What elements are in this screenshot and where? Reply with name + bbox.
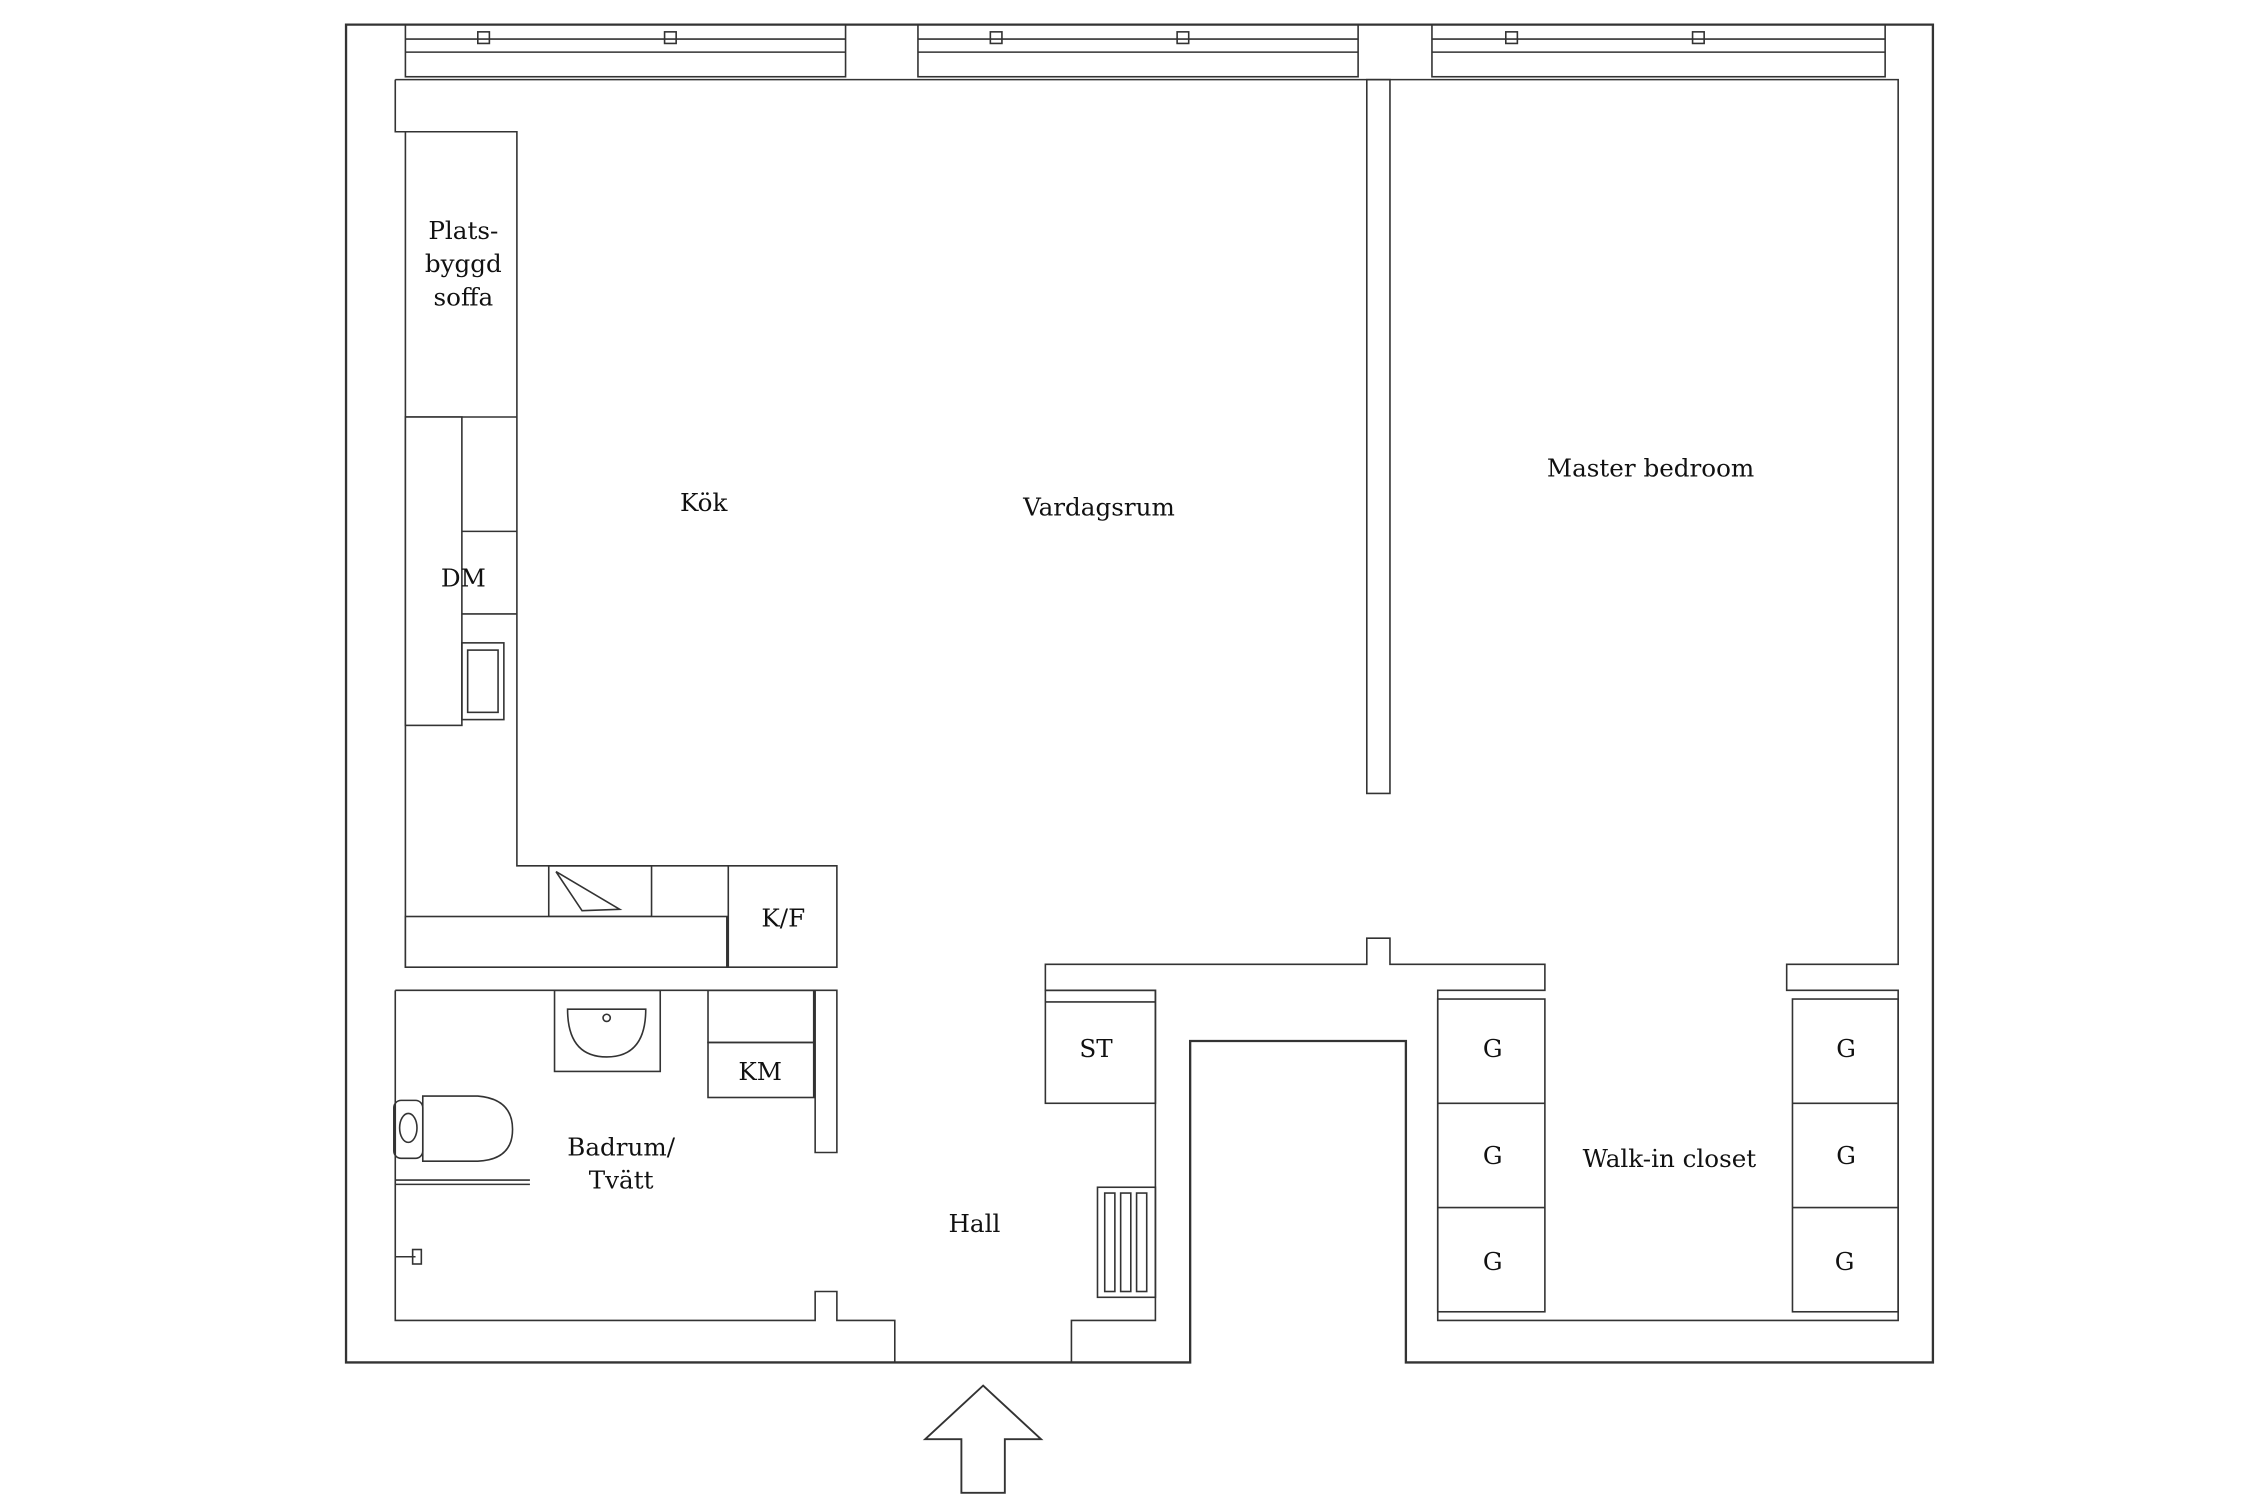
storage-label: ST: [1079, 1034, 1113, 1063]
bathroom-wall: [394, 989, 896, 1363]
kitchen-island: [404, 416, 463, 727]
washing-machine-top: [707, 989, 815, 1044]
window-left: [404, 23, 847, 78]
wardrobe-label: G: [1483, 1034, 1503, 1063]
wardrobe-label: G: [1835, 1247, 1855, 1276]
window-right: [1431, 23, 1886, 78]
partition-wall: [1365, 78, 1391, 795]
radiator: [1096, 1186, 1157, 1299]
wardrobe-column-left: [1436, 998, 1546, 1313]
master-bedroom-label: Master bedroom: [1547, 453, 1754, 482]
walk-in-closet-label: Walk-in closet: [1583, 1144, 1757, 1173]
sofa-label: Plats-: [428, 216, 498, 245]
floor-drain: [395, 1248, 423, 1265]
kitchen-sink: [461, 642, 505, 721]
window-middle: [917, 23, 1359, 78]
washbasin: [553, 989, 662, 1073]
wardrobe-column-right: [1791, 998, 1899, 1313]
outer-wall: [344, 23, 1935, 1364]
toilet: [393, 1095, 514, 1162]
wardrobe-label: G: [1836, 1141, 1856, 1170]
living-room-label: Vardagsrum: [1022, 492, 1175, 521]
storage-cabinet: [1044, 989, 1157, 1105]
dishwasher-label: DM: [441, 563, 486, 592]
stove-hood: [547, 865, 653, 918]
fridge-freezer-label: K/F: [761, 904, 805, 933]
washing-machine: [707, 1041, 815, 1099]
hall-label: Hall: [948, 1209, 1000, 1238]
wardrobe-label: G: [1483, 1247, 1503, 1276]
sofa-label: soffa: [434, 283, 494, 312]
wardrobe-label: G: [1483, 1141, 1503, 1170]
bathroom-label: Tvätt: [589, 1166, 654, 1195]
stove-mark: [555, 870, 623, 912]
bottom-counter: [404, 915, 728, 968]
wardrobe-label: G: [1836, 1034, 1856, 1063]
sofa-label: byggd: [425, 249, 502, 278]
entrance-arrow: [922, 1384, 1044, 1494]
bathroom-label: Badrum/: [567, 1132, 675, 1161]
kitchen-label: Kök: [680, 488, 729, 517]
washing-machine-label: KM: [738, 1057, 782, 1086]
